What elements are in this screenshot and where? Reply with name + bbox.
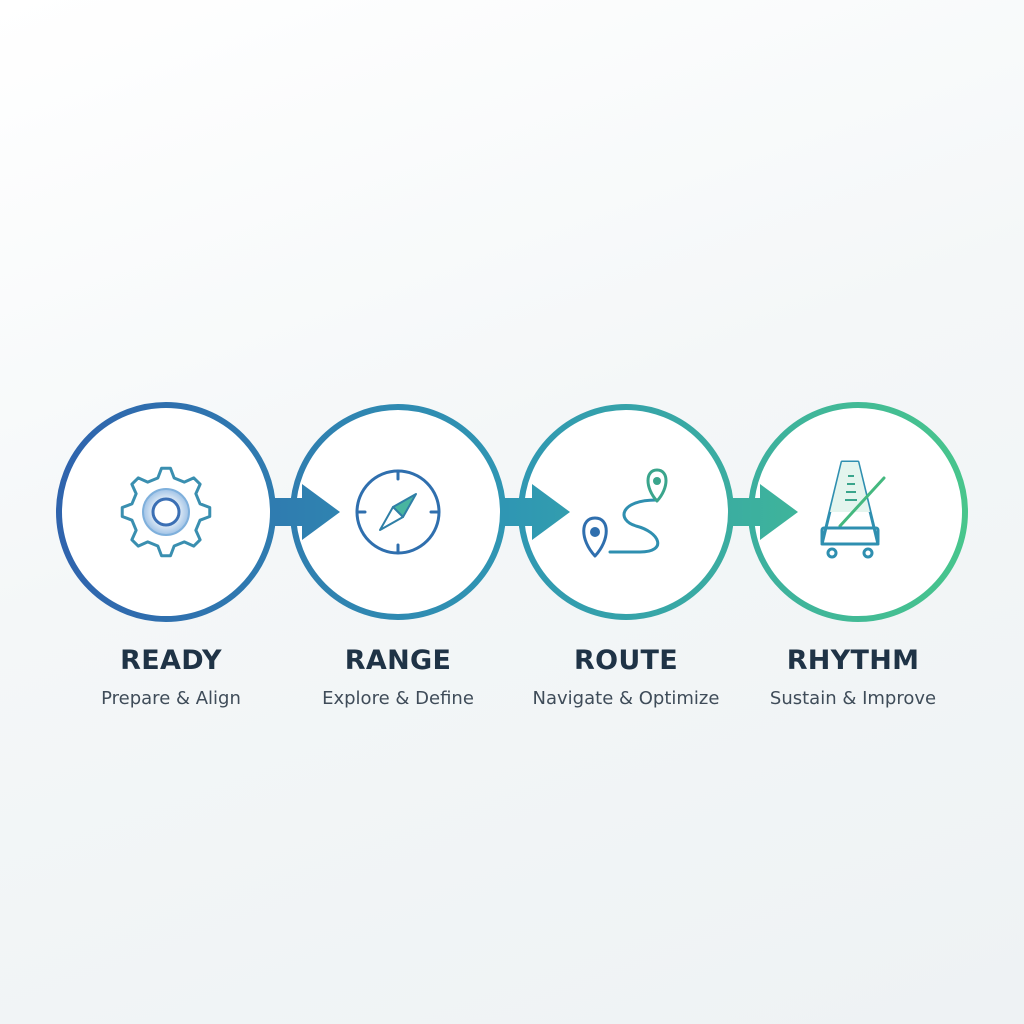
stage-title-rhythm: RHYTHM — [786, 645, 920, 676]
connector-arrow-3 — [728, 484, 798, 540]
stage-title-range: RANGE — [344, 645, 452, 676]
stage-title-ready: READY — [120, 645, 222, 676]
stage-subtitle-route: Navigate & Optimize — [532, 688, 720, 709]
connector-arrow-2 — [500, 484, 570, 540]
gear-icon — [120, 466, 212, 558]
compass-icon — [355, 469, 441, 555]
metronome-icon — [820, 460, 886, 559]
connector-arrow-1 — [270, 484, 340, 540]
stage-subtitle-rhythm: Sustain & Improve — [769, 688, 937, 709]
route-map-pin-icon — [582, 468, 668, 558]
stage-title-route: ROUTE — [573, 645, 679, 676]
stage-subtitle-ready: Prepare & Align — [101, 688, 241, 709]
stage-subtitle-range: Explore & Define — [322, 688, 474, 709]
